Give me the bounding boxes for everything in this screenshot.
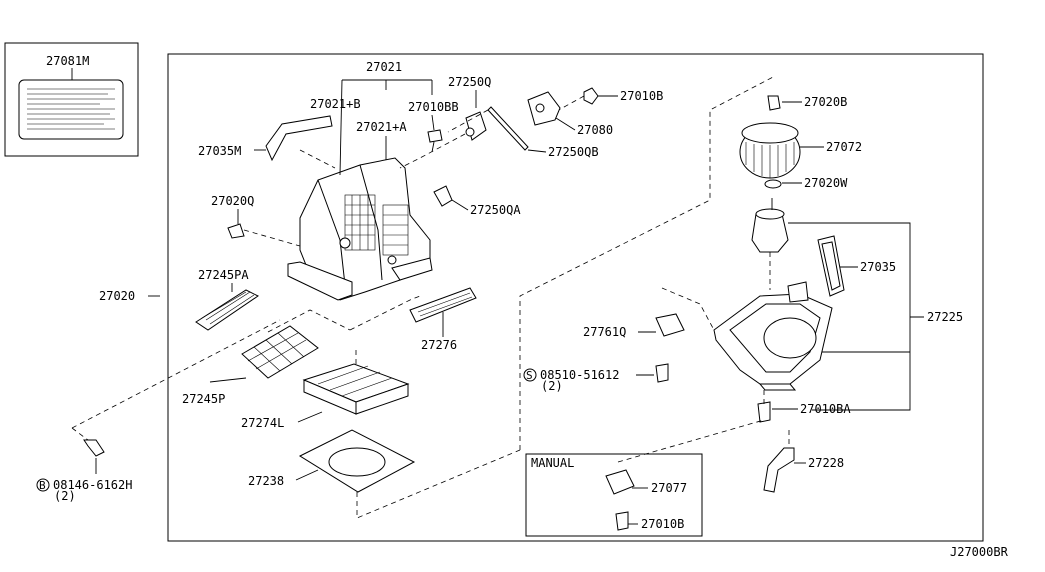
label-27761Q: 27761Q [583, 325, 626, 339]
label-27228: 27228 [808, 456, 844, 470]
label-27238: 27238 [248, 474, 284, 488]
label-27020Q: 27020Q [211, 194, 254, 208]
label-27020W: 27020W [804, 176, 848, 190]
label-08510-qty: (2) [541, 379, 563, 393]
symbol-s: S [526, 369, 533, 382]
label-27020: 27020 [99, 289, 135, 303]
label-27010BA: 27010BA [800, 402, 851, 416]
heater-unit-27021 [287, 157, 433, 301]
label-27245PA: 27245PA [198, 268, 249, 282]
label-27081M: 27081M [46, 54, 89, 68]
label-27274L: 27274L [241, 416, 284, 430]
label-27035: 27035 [860, 260, 896, 274]
label-27276: 27276 [421, 338, 457, 352]
label-27021: 27021 [366, 60, 402, 74]
label-27245P: 27245P [182, 392, 225, 406]
screw-symbol-s [523, 368, 537, 382]
blower-case [713, 281, 833, 391]
label-08146: 08146-6162H [53, 478, 132, 492]
label-27225: 27225 [927, 310, 963, 324]
label-27080: 27080 [577, 123, 613, 137]
manual-title: MANUAL [531, 456, 574, 470]
label-27021-A: 27021+A [356, 120, 407, 134]
label-27020B: 27020B [804, 95, 847, 109]
diagram-code: J27000BR [950, 545, 1009, 559]
label-27010BB: 27010BB [408, 100, 459, 114]
manual-inset-box: MANUAL 27077 27010B [525, 453, 703, 537]
label-08510: 08510-51612 [540, 368, 619, 382]
label-08146-qty: (2) [54, 489, 76, 503]
label-27250QA: 27250QA [470, 203, 521, 217]
label-27010B-top: 27010B [620, 89, 663, 103]
label-27072: 27072 [826, 140, 862, 154]
label-27250Q: 27250Q [448, 75, 491, 89]
label-27250QB: 27250QB [548, 145, 599, 159]
bolt-symbol-b [36, 478, 50, 492]
main-frame [167, 53, 984, 542]
symbol-b: B [39, 479, 46, 492]
blower-fan [739, 122, 801, 179]
label-27035M: 27035M [198, 144, 241, 158]
label-inset-box: 27081M [4, 42, 139, 157]
label-27077: 27077 [651, 481, 687, 495]
label-27021-B: 27021+B [310, 97, 361, 111]
label-27010B-manual: 27010B [641, 517, 684, 531]
